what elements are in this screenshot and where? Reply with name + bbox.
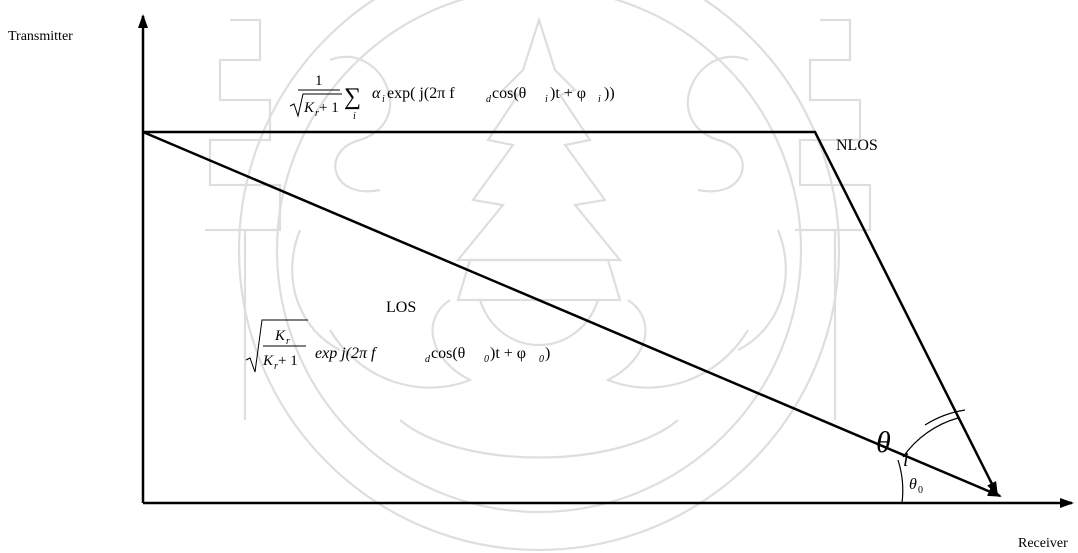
nlos-eq-numerator: 1 xyxy=(315,73,323,89)
nlos-eq-body-b-sub: d xyxy=(486,94,492,105)
theta-0-label: θ xyxy=(909,476,917,493)
los-eq-den-rest: + 1 xyxy=(278,353,298,369)
los-equation: K r K r + 1 exp j(2π f d cos(θ 0 )t + φ … xyxy=(245,319,550,373)
nlos-equation: 1 K r + 1 ∑ i α i exp( j(2π f d cos(θ i … xyxy=(289,73,615,122)
university-seal-watermark-icon xyxy=(205,0,872,552)
los-eq-den: K xyxy=(262,353,274,369)
nlos-eq-body-e: )) xyxy=(604,85,615,102)
los-path xyxy=(142,130,1002,498)
nlos-eq-denominator: K xyxy=(303,100,315,116)
los-eq-body-a: exp j(2π f xyxy=(315,345,378,362)
theta-i-arc xyxy=(924,409,966,426)
theta-i-sub: i xyxy=(903,449,909,471)
nlos-eq-body-c-sub: i xyxy=(545,94,548,105)
los-eq-body-d: ) xyxy=(545,345,550,362)
los-label: LOS xyxy=(386,299,416,316)
nlos-eq-denominator-sub: r xyxy=(315,108,319,119)
nlos-eq-sum-index: i xyxy=(353,111,356,122)
nlos-eq-alpha: α xyxy=(372,85,381,102)
los-eq-body-b-sub: 0 xyxy=(484,354,489,365)
los-eq-body-c: )t + φ xyxy=(490,345,526,362)
nlos-eq-sum: ∑ xyxy=(344,84,361,110)
nlos-label: NLOS xyxy=(836,137,878,154)
los-eq-body-a-sub: d xyxy=(425,354,431,365)
nlos-path xyxy=(143,130,999,495)
los-eq-den-sub: r xyxy=(274,361,278,372)
nlos-eq-alpha-sub: i xyxy=(382,94,385,105)
theta-i-label: θ xyxy=(876,426,891,459)
los-eq-body-b: cos(θ xyxy=(431,345,465,362)
nlos-eq-body-c: cos(θ xyxy=(492,85,526,102)
theta-i-arc-main xyxy=(902,417,959,458)
nlos-eq-body-d: )t + φ xyxy=(550,85,586,102)
los-eq-num: K xyxy=(274,328,286,344)
x-axis-label: Receiver xyxy=(1018,536,1068,551)
theta-0-arc xyxy=(897,459,904,504)
los-eq-num-sub: r xyxy=(286,336,290,347)
los-eq-body-c-sub: 0 xyxy=(539,354,544,365)
y-axis-label: Transmitter xyxy=(8,29,73,44)
nlos-eq-body-b: exp( j(2π f xyxy=(387,85,455,102)
nlos-eq-denominator-rest: + 1 xyxy=(319,100,339,116)
theta-0-sub: 0 xyxy=(918,485,923,496)
nlos-eq-body-d-sub: i xyxy=(598,94,601,105)
